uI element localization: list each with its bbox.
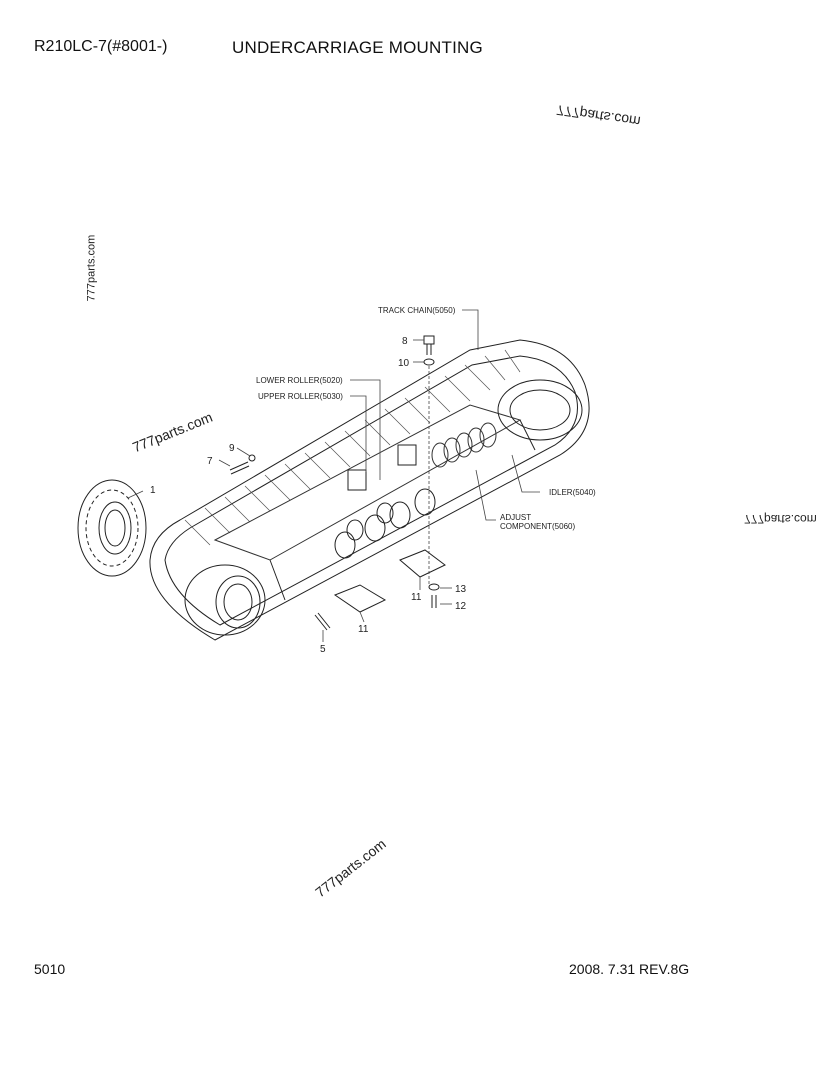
leader-lines (127, 309, 540, 642)
part-number-11-b: 11 (411, 592, 422, 603)
track-inner-edge (164, 355, 578, 626)
model-label: R210LC-7(#8001-) (34, 38, 168, 55)
part-number-1: 1 (150, 485, 156, 496)
label-track-chain: TRACK CHAIN(5050) (378, 306, 456, 315)
bolt-12 (431, 595, 437, 608)
track-guard-2 (399, 549, 446, 578)
track-guard-1 (333, 584, 387, 613)
bolt-8 (423, 335, 435, 355)
label-adjust: ADJUST (500, 513, 531, 522)
part-number-9: 9 (229, 443, 235, 454)
part-number-8: 8 (402, 336, 408, 347)
label-idler: IDLER(5040) (549, 488, 596, 497)
part-number-10: 10 (398, 358, 410, 369)
track-shoes-top (184, 349, 521, 546)
page-title: UNDERCARRIAGE MOUNTING (232, 38, 483, 57)
part-number-13: 13 (455, 584, 467, 595)
page-number: 5010 (34, 961, 66, 977)
revision-date: 2008. 7.31 REV.8G (569, 961, 690, 977)
part-number-7: 7 (207, 456, 213, 467)
washer-9 (248, 454, 256, 462)
upper-roller-bracket-1 (347, 469, 367, 491)
part-number-12: 12 (455, 601, 467, 612)
idler-wheel (497, 379, 583, 441)
part-number-11-a: 11 (358, 624, 369, 635)
label-lower-roller: LOWER ROLLER(5020) (256, 376, 343, 385)
label-upper-roller: UPPER ROLLER(5030) (258, 392, 343, 401)
washer-10 (423, 358, 435, 366)
sprocket-gear (77, 479, 147, 577)
part-number-5: 5 (320, 644, 326, 655)
track-chain-outline (149, 339, 590, 641)
washer-13 (428, 583, 440, 591)
lower-rollers (334, 488, 436, 559)
upper-roller-bracket-2 (397, 444, 417, 466)
undercarriage-diagram: TRACK CHAIN(5050) LOWER ROLLER(5020) UPP… (77, 306, 596, 655)
adjust-spring (431, 422, 497, 468)
bolt-7 (229, 461, 250, 475)
final-drive-motor (184, 564, 266, 636)
bolt-5 (314, 612, 331, 631)
label-adjust-component: COMPONENT(5060) (500, 522, 575, 531)
